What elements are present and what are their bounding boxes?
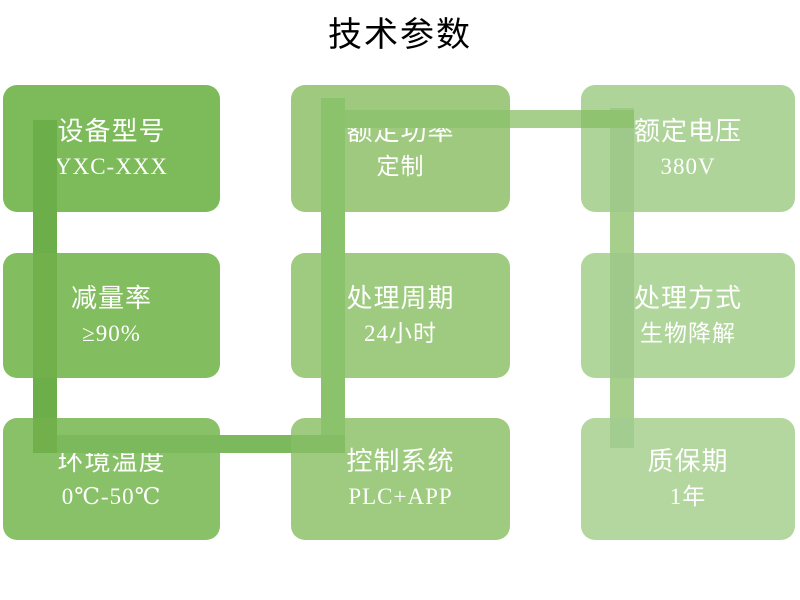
param-value: 0℃-50℃ xyxy=(61,484,162,509)
param-value: 24小时 xyxy=(364,320,437,346)
page-title: 技术参数 xyxy=(328,15,472,55)
param-card-warranty-period[interactable]: 质保期 1年 xyxy=(581,418,795,540)
param-value: 定制 xyxy=(376,153,425,179)
param-label: 控制系统 xyxy=(346,447,455,476)
param-label: 环境温度 xyxy=(57,447,166,476)
param-card-ambient-temp[interactable]: 环境温度 0℃-50℃ xyxy=(3,418,220,540)
param-label: 额定电压 xyxy=(633,116,742,146)
param-label: 处理方式 xyxy=(633,283,742,313)
param-value: ≥90% xyxy=(82,320,141,346)
param-label: 质保期 xyxy=(647,447,729,476)
param-card-treatment-method[interactable]: 处理方式 生物降解 xyxy=(581,253,795,378)
param-card-control-system[interactable]: 控制系统 PLC+APP xyxy=(291,418,510,540)
param-value: PLC+APP xyxy=(348,484,453,509)
param-label: 设备型号 xyxy=(57,116,166,146)
param-value: 1年 xyxy=(669,484,707,509)
param-value: 生物降解 xyxy=(640,320,736,346)
param-card-rated-voltage[interactable]: 额定电压 380V xyxy=(581,85,795,212)
param-label: 额定功率 xyxy=(346,116,455,146)
param-card-treatment-cycle[interactable]: 处理周期 24小时 xyxy=(291,253,510,378)
param-label: 减量率 xyxy=(70,283,152,313)
param-label: 处理周期 xyxy=(346,283,455,313)
param-card-rated-power[interactable]: 额定功率 定制 xyxy=(291,85,510,212)
param-card-reduction-rate[interactable]: 减量率 ≥90% xyxy=(3,253,220,378)
param-value: YXC-XXX xyxy=(54,153,169,179)
param-card-device-model[interactable]: 设备型号 YXC-XXX xyxy=(3,85,220,212)
param-value: 380V xyxy=(660,153,716,179)
